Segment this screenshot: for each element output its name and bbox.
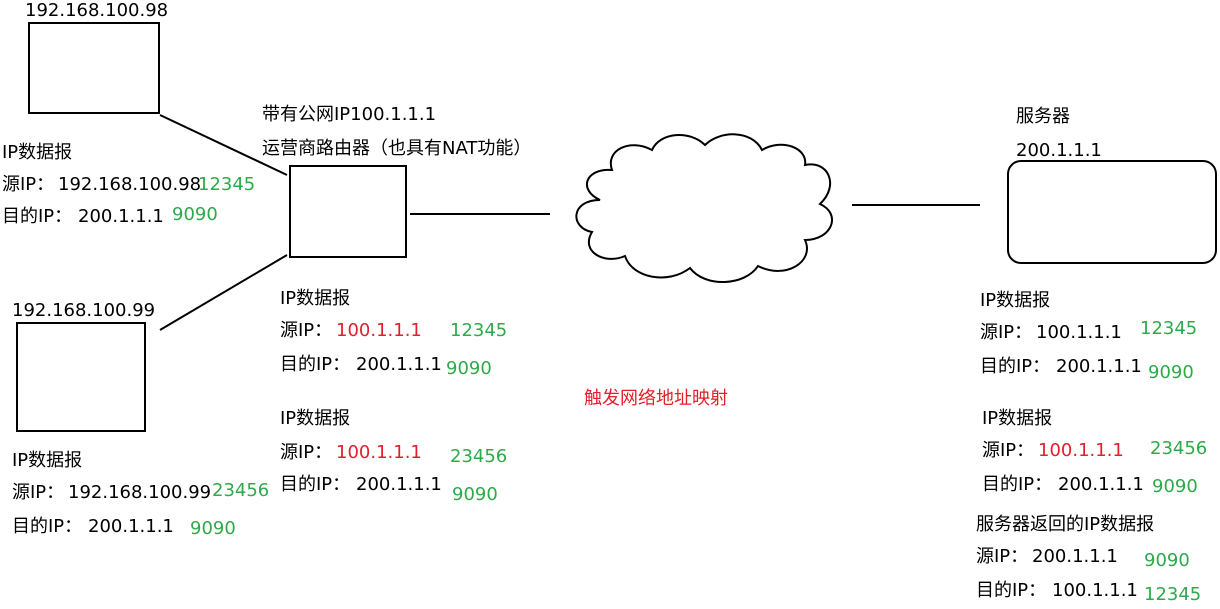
router-box xyxy=(289,165,407,258)
packet-server-1-src-ip: 100.1.1.1 xyxy=(1036,322,1122,343)
packet-server-2-src-ip: 100.1.1.1 xyxy=(1038,440,1124,461)
packet-host2-src-port: 23456 xyxy=(212,480,270,501)
internet-cloud-icon xyxy=(575,133,833,283)
packet-reply-src-ip: 200.1.1.1 xyxy=(1032,546,1118,567)
packet-router-1-src-ip: 100.1.1.1 xyxy=(336,320,422,341)
packet-reply-src-label: 源IP： xyxy=(976,546,1029,567)
packet-router-2-src-port: 23456 xyxy=(450,446,508,467)
packet-host1-src-ip: 192.168.100.98 xyxy=(58,174,202,195)
packet-reply-dst-port: 12345 xyxy=(1144,584,1202,605)
packet-server-1-title: IP数据报 xyxy=(980,290,1051,311)
packet-host1-src-port: 12345 xyxy=(198,174,256,195)
packet-host1-title: IP数据报 xyxy=(2,142,73,163)
server-ip: 200.1.1.1 xyxy=(1016,140,1102,161)
packet-host1-dst-port: 9090 xyxy=(172,204,218,225)
packet-router-2-dst-port: 9090 xyxy=(452,484,498,505)
packet-server-1-dst-port: 9090 xyxy=(1148,362,1194,383)
host2-ip: 192.168.100.99 xyxy=(12,300,156,321)
router-label-2: 运营商路由器（也具有NAT功能） xyxy=(262,138,532,159)
server-box xyxy=(1007,160,1217,264)
packet-host2-src-label: 源IP： xyxy=(12,482,65,503)
packet-server-1-dst-label: 目的IP： xyxy=(980,356,1051,377)
packet-server-1-src-port: 12345 xyxy=(1140,318,1198,339)
packet-server-1-src-label: 源IP： xyxy=(980,322,1033,343)
packet-host1-dst-ip: 200.1.1.1 xyxy=(78,206,164,227)
server-name: 服务器 xyxy=(1016,106,1070,127)
router-label-1: 带有公网IP100.1.1.1 xyxy=(262,104,437,125)
packet-router-1-title: IP数据报 xyxy=(280,288,351,309)
packet-router-1-src-label: 源IP： xyxy=(280,320,333,341)
host2-box xyxy=(16,322,146,432)
packet-router-2-src-ip: 100.1.1.1 xyxy=(336,442,422,463)
packet-server-2-src-port: 23456 xyxy=(1150,438,1208,459)
packet-host2-title: IP数据报 xyxy=(12,450,83,471)
packet-server-2-src-label: 源IP： xyxy=(982,440,1035,461)
packet-server-2-dst-port: 9090 xyxy=(1152,476,1198,497)
packet-host2-dst-label: 目的IP： xyxy=(12,516,83,537)
link-host1-router xyxy=(159,114,288,176)
host1-box xyxy=(28,22,160,114)
packet-router-2-title: IP数据报 xyxy=(280,408,351,429)
packet-host2-dst-port: 9090 xyxy=(190,518,236,539)
packet-reply-dst-ip: 100.1.1.1 xyxy=(1052,580,1138,601)
packet-router-1-dst-ip: 200.1.1.1 xyxy=(356,354,442,375)
nat-mapping-note: 触发网络地址映射 xyxy=(584,388,728,409)
packet-host2-src-ip: 192.168.100.99 xyxy=(68,482,212,503)
packet-host2-dst-ip: 200.1.1.1 xyxy=(88,516,174,537)
packet-reply-dst-label: 目的IP： xyxy=(976,580,1047,601)
packet-host1-dst-label: 目的IP： xyxy=(2,206,73,227)
packet-router-2-dst-label: 目的IP： xyxy=(280,474,351,495)
link-host2-router xyxy=(159,254,288,331)
packet-server-2-dst-label: 目的IP： xyxy=(982,474,1053,495)
packet-router-1-dst-port: 9090 xyxy=(446,358,492,379)
packet-server-2-title: IP数据报 xyxy=(982,408,1053,429)
packet-router-1-src-port: 12345 xyxy=(450,320,508,341)
packet-host1-src-label: 源IP： xyxy=(2,174,55,195)
host1-ip: 192.168.100.98 xyxy=(25,0,169,21)
packet-router-2-src-label: 源IP： xyxy=(280,442,333,463)
packet-reply-src-port: 9090 xyxy=(1144,550,1190,571)
packet-reply-title: 服务器返回的IP数据报 xyxy=(976,514,1155,535)
packet-server-2-dst-ip: 200.1.1.1 xyxy=(1058,474,1144,495)
packet-router-1-dst-label: 目的IP： xyxy=(280,354,351,375)
packet-server-1-dst-ip: 200.1.1.1 xyxy=(1056,356,1142,377)
packet-router-2-dst-ip: 200.1.1.1 xyxy=(356,474,442,495)
